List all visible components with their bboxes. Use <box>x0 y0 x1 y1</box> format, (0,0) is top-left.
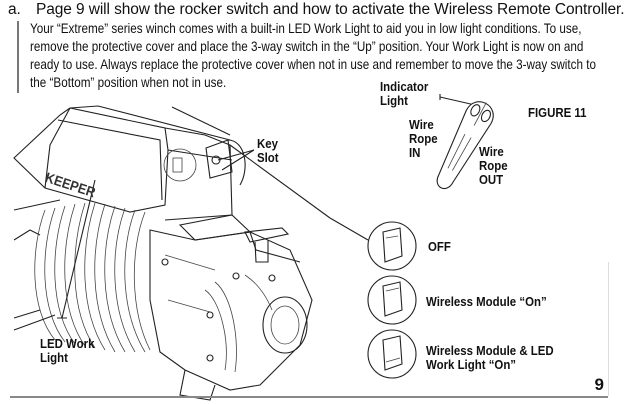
winch-drawing <box>13 105 331 401</box>
paragraph-bar <box>17 21 19 93</box>
switch-off-label: OFF <box>428 239 451 254</box>
figure-title: FIGURE 11 <box>528 105 587 120</box>
footer-rule <box>10 396 608 398</box>
label-line: Wireless Module & LED <box>426 343 554 358</box>
label-line: Key <box>257 136 278 151</box>
label-line: Slot <box>257 150 279 165</box>
list-marker: a. <box>8 1 21 18</box>
indicator-light-label: Indicator Light <box>380 80 428 108</box>
key-slot-leader <box>217 149 255 171</box>
intro-text: Page 9 will show the rocker switch and h… <box>36 1 624 18</box>
switch-wireless-on-label: Wireless Module “On” <box>426 294 547 309</box>
wire-rope-in-label: Wire Rope IN <box>409 118 438 160</box>
instruction-paragraph: Your “Extreme” series winch comes with a… <box>30 21 596 90</box>
label-line: Rope <box>479 158 508 173</box>
switch-off-drawing <box>367 221 417 271</box>
switch-wireless-on-drawing <box>367 275 417 325</box>
label-line: Rope <box>409 131 438 146</box>
indicator-leader <box>439 94 476 106</box>
label-line: IN <box>409 145 421 160</box>
label-line: OUT <box>479 172 504 187</box>
label-line: Work Light “On” <box>426 357 517 372</box>
wire-rope-out-label: Wire Rope OUT <box>479 145 508 187</box>
label-line: Wire <box>479 144 504 159</box>
right-border <box>608 262 609 396</box>
led-light-leader <box>57 179 96 319</box>
intro-line: a. Page 9 will show the rocker switch and… <box>8 1 624 19</box>
wireless-remote-drawing <box>436 101 494 190</box>
label-line: LED Work <box>40 336 95 351</box>
key-slot-label: Key Slot <box>257 137 279 165</box>
label-line: Light <box>40 350 68 365</box>
switch-led-on-label: Wireless Module & LED Work Light “On” <box>426 344 554 372</box>
led-work-light-label: LED Work Light <box>40 337 94 365</box>
page-number: 9 <box>594 375 604 394</box>
label-line: Wire <box>409 117 434 132</box>
label-line: Light <box>380 93 408 108</box>
switch-leader <box>329 217 369 241</box>
label-line: Indicator <box>380 79 429 94</box>
switch-led-on-drawing <box>367 329 417 379</box>
